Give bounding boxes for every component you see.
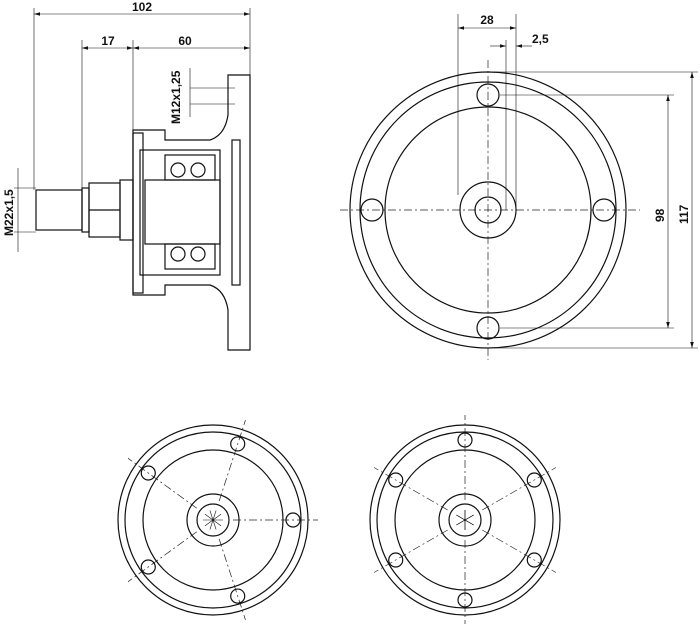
dim-label-102: 102 (132, 0, 152, 14)
bolt-hole (388, 472, 404, 488)
bolt-hole (140, 559, 156, 575)
bolt-hole (457, 432, 473, 448)
thread-label-m22: M22x1,5 (2, 189, 16, 236)
center-line (482, 467, 557, 511)
variant-5-bolt-view (117, 420, 318, 620)
dim-label-2-5: 2,5 (532, 32, 549, 46)
center-line (127, 531, 198, 583)
bolt-hole (285, 512, 301, 528)
bolt-holes (360, 83, 616, 340)
center-line (373, 467, 448, 511)
bore-circle (448, 503, 482, 537)
bolt-hole (140, 465, 156, 481)
dim-label-28: 28 (480, 13, 494, 27)
bolt-hole (230, 588, 246, 604)
bore-mark (204, 513, 222, 527)
center-line (218, 420, 246, 502)
bolt-hole (388, 552, 404, 568)
threaded-spindle (35, 189, 83, 231)
side-section-view: 102 17 60 M12x1,25 M22x1,5 (2, 0, 251, 351)
bolt-hole (457, 592, 473, 608)
thread-label-m12: M12x1,25 (169, 70, 183, 124)
front-view: 28 2,5 98 117 (340, 13, 698, 360)
bore-mark (456, 514, 474, 526)
bolt-hole (526, 552, 542, 568)
bolt-hole (526, 472, 542, 488)
dim-label-60: 60 (178, 34, 192, 48)
center-line (482, 529, 557, 573)
dim-label-117: 117 (677, 204, 691, 224)
bore-circle (196, 503, 230, 537)
variant-6-bolt-view (369, 415, 561, 624)
center-line (373, 529, 448, 573)
center-line (218, 538, 246, 620)
center-line (127, 457, 198, 509)
bolt-hole (230, 436, 246, 452)
dim-label-98: 98 (653, 208, 667, 222)
dim-label-17: 17 (101, 34, 115, 48)
